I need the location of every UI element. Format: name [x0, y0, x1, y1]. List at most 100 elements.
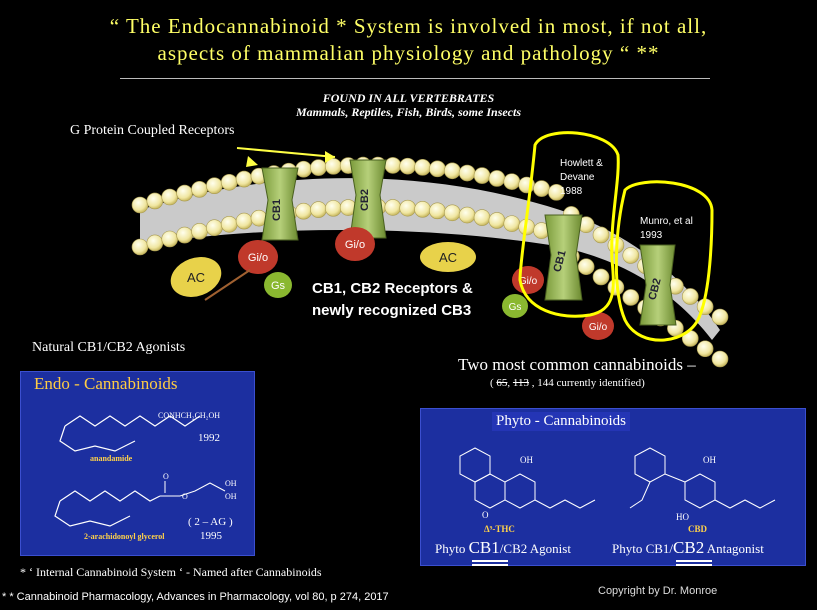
- lipid-head: [488, 170, 506, 187]
- thc-name: Δ⁹-THC: [484, 524, 515, 534]
- cb1-receptor: CB1: [261, 167, 299, 241]
- lipid-head: [161, 230, 179, 248]
- lipid-head: [444, 204, 461, 222]
- cb2-receptor-right: CB2: [639, 244, 677, 326]
- lipid-head: [399, 199, 416, 217]
- lipid-head: [711, 308, 729, 326]
- ag-name: 2-arachidonoyl glycerol: [84, 532, 165, 541]
- svg-text:AC: AC: [439, 250, 457, 265]
- howlett-highlight: [518, 131, 620, 318]
- footnote-2: * * Cannabinoid Pharmacology, Advances i…: [2, 591, 389, 603]
- lipid-head: [384, 199, 402, 216]
- lipid-head: [295, 202, 312, 220]
- svg-text:AC: AC: [187, 270, 205, 285]
- two-most-common: Two most common cannabinoids –: [458, 355, 696, 374]
- endo-title: Endo - Cannabinoids: [34, 374, 178, 393]
- lipid-head: [473, 209, 491, 226]
- lipid-head: [458, 164, 476, 182]
- gs-protein-2: Gs: [502, 294, 528, 318]
- lipid-head: [473, 167, 491, 184]
- lipid-head: [488, 212, 506, 229]
- thc-o: O: [482, 510, 489, 520]
- lipid-head: [235, 170, 253, 188]
- lipid-head: [191, 223, 208, 240]
- munro-highlight: [614, 180, 714, 342]
- lipid-head: [235, 212, 253, 230]
- phyto-title: Phyto - Cannabinoids: [492, 412, 630, 431]
- thc-oh: OH: [520, 455, 533, 465]
- receptors-caption: CB1, CB2 Receptors & newly recognized CB…: [312, 280, 473, 319]
- lipid-head: [191, 181, 208, 198]
- gpcr-arrowhead-2: [246, 156, 258, 167]
- svg-text:Gi/o: Gi/o: [345, 239, 365, 251]
- howlett-note: Howlett & Devane 1988: [560, 158, 603, 197]
- divider: [120, 78, 710, 79]
- lipid-head: [131, 196, 149, 214]
- cbd-ho: HO: [676, 512, 689, 522]
- inhibition-line: [204, 269, 251, 301]
- anandamide-name: anandamide: [90, 454, 133, 463]
- identified-count: ( 65, 113 , 144 currently identified): [490, 377, 645, 389]
- lipid-head: [131, 238, 149, 256]
- lipid-head: [325, 200, 342, 217]
- lipid-head: [533, 180, 550, 197]
- phyto-structures: OH O Δ⁹-THC OH HO CBD: [459, 447, 776, 534]
- cbd-underline: [676, 560, 712, 562]
- gio-protein-3: Gi/o: [512, 266, 544, 294]
- ag-year: 1995: [200, 530, 223, 542]
- ac-enzyme-2: AC: [420, 242, 476, 272]
- ac-enzyme-1: AC: [170, 257, 222, 297]
- anandamide-year: 1992: [198, 432, 220, 444]
- cb2-receptor: CB2: [349, 159, 387, 239]
- lipid-head: [444, 162, 461, 180]
- lipid-head: [696, 340, 714, 358]
- cbd-name: CBD: [688, 524, 708, 534]
- ag-ester-o: O: [182, 492, 188, 501]
- lipid-head: [220, 215, 238, 233]
- lipid-head: [206, 177, 223, 195]
- gio-protein-1: Gi/o: [238, 240, 278, 274]
- lipid-head: [548, 184, 565, 201]
- lipid-head: [503, 173, 521, 190]
- lipid-head: [458, 206, 476, 224]
- gpcr-arrow: [236, 147, 336, 158]
- lipid-head: [176, 184, 193, 202]
- lipid-head: [176, 226, 193, 244]
- svg-text:Gi/o: Gi/o: [519, 276, 538, 287]
- ag-oh-2: OH: [225, 492, 237, 501]
- lipid-head: [429, 202, 446, 220]
- svg-text:Gs: Gs: [509, 302, 522, 313]
- cbd-caption: Phyto CB1/CB2 Antagonist: [612, 538, 764, 557]
- gpcr-label: G Protein Coupled Receptors: [70, 123, 235, 138]
- lipid-head: [414, 159, 431, 176]
- cb1-label-right: CB1: [551, 249, 568, 273]
- ag-oh-1: OH: [225, 479, 237, 488]
- lipid-head: [681, 288, 699, 305]
- found-heading: FOUND IN ALL VERTEBRATES: [322, 91, 495, 105]
- lipid-head: [414, 201, 431, 218]
- lipid-head: [592, 268, 610, 286]
- lipid-head: [429, 160, 446, 178]
- lipid-head: [577, 258, 595, 275]
- lipid-head: [146, 192, 164, 210]
- phyto-cannabinoids-panel: [420, 408, 806, 566]
- lipid-head: [622, 247, 640, 264]
- svg-text:Gs: Gs: [271, 280, 286, 292]
- lipid-head: [206, 219, 223, 237]
- svg-text:Gi/o: Gi/o: [248, 252, 268, 264]
- lipid-head: [220, 173, 238, 191]
- gpcr-arrowhead-1: [325, 151, 335, 163]
- lipid-head: [384, 157, 402, 174]
- lipid-head: [592, 226, 610, 244]
- cbd-underline-2: [676, 564, 712, 566]
- ag-carbonyl-o: O: [163, 472, 169, 481]
- lipid-head: [310, 201, 327, 218]
- footnote-1: * ‘ Internal Cannabinoid System ‘ - Name…: [20, 565, 322, 579]
- lipid-head: [310, 159, 327, 176]
- thc-caption: Phyto CB1/CB2 Agonist: [435, 538, 571, 557]
- found-subheading: Mammals, Reptiles, Fish, Birds, some Ins…: [295, 105, 522, 119]
- lipid-head: [711, 350, 729, 368]
- munro-note: Munro, et al 1993: [640, 216, 693, 241]
